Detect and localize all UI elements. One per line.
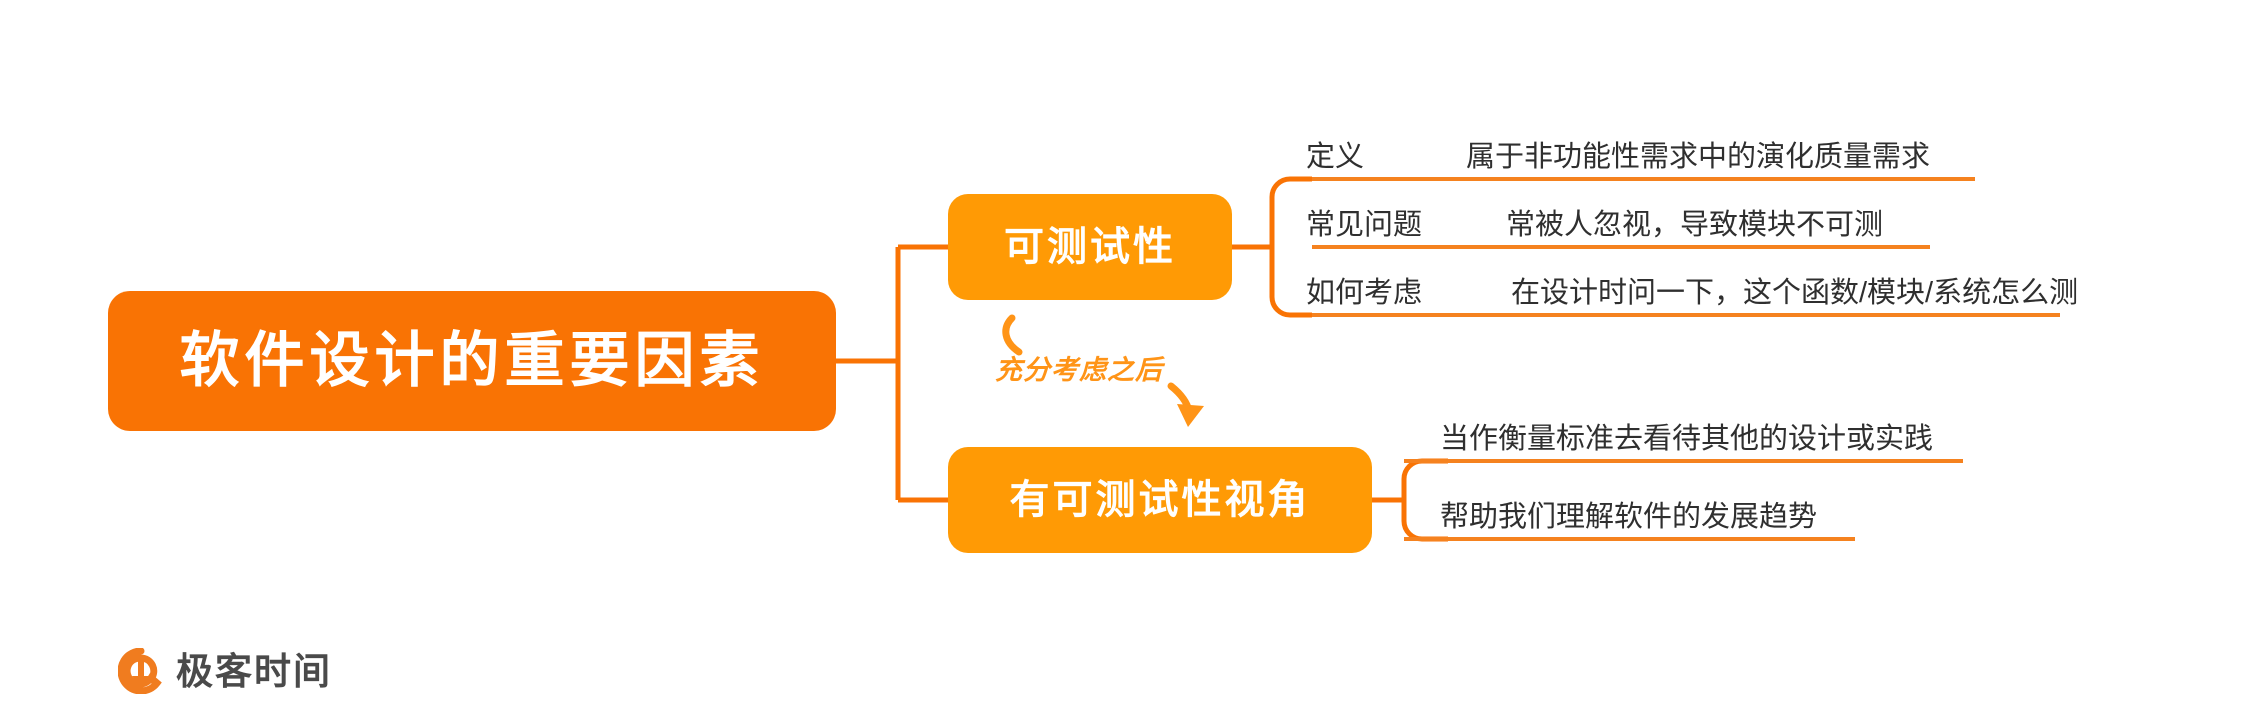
leaf-value: 常被人忽视，导致模块不可测	[1506, 209, 1884, 241]
branch-node-testability-label: 可测试性	[1004, 225, 1176, 269]
geektime-logo-text: 极客时间	[176, 650, 332, 692]
leaf-row: 常见问题 常被人忽视，导致模块不可测	[1306, 196, 1883, 240]
geektime-logo: 极客时间	[118, 648, 332, 694]
leaf-value: 在设计时问一下，这个函数/模块/系统怎么测	[1511, 277, 2079, 309]
leaf-row: 如何考虑 在设计时问一下，这个函数/模块/系统怎么测	[1306, 264, 2078, 308]
leaf-row: 当作衡量标准去看待其他的设计或实践	[1440, 410, 1933, 454]
leaf-value: 属于非功能性需求中的演化质量需求	[1466, 141, 1931, 173]
leaf-key: 定义	[1306, 141, 1365, 173]
leaf-value: 帮助我们理解软件的发展趋势	[1440, 501, 1818, 533]
leaf-key: 如何考虑	[1306, 277, 1423, 309]
annotation-group: 充分考虑之后	[985, 312, 1225, 432]
branch-node-viewpoint[interactable]: 有可测试性视角	[948, 447, 1372, 553]
leaf-row: 帮助我们理解软件的发展趋势	[1440, 488, 1817, 532]
root-node-label: 软件设计的重要因素	[179, 327, 765, 394]
curved-arrow-icon	[1002, 314, 1204, 427]
root-node[interactable]: 软件设计的重要因素	[108, 291, 836, 431]
branch-node-viewpoint-label: 有可测试性视角	[1009, 478, 1311, 522]
geektime-circle-arrow-icon	[118, 648, 162, 694]
leaf-row: 定义 属于非功能性需求中的演化质量需求	[1306, 128, 1930, 172]
leaf-value: 当作衡量标准去看待其他的设计或实践	[1440, 423, 1934, 455]
branch-node-testability[interactable]: 可测试性	[948, 194, 1232, 300]
annotation-label: 充分考虑之后	[995, 355, 1163, 385]
leaf-key: 常见问题	[1306, 209, 1423, 241]
